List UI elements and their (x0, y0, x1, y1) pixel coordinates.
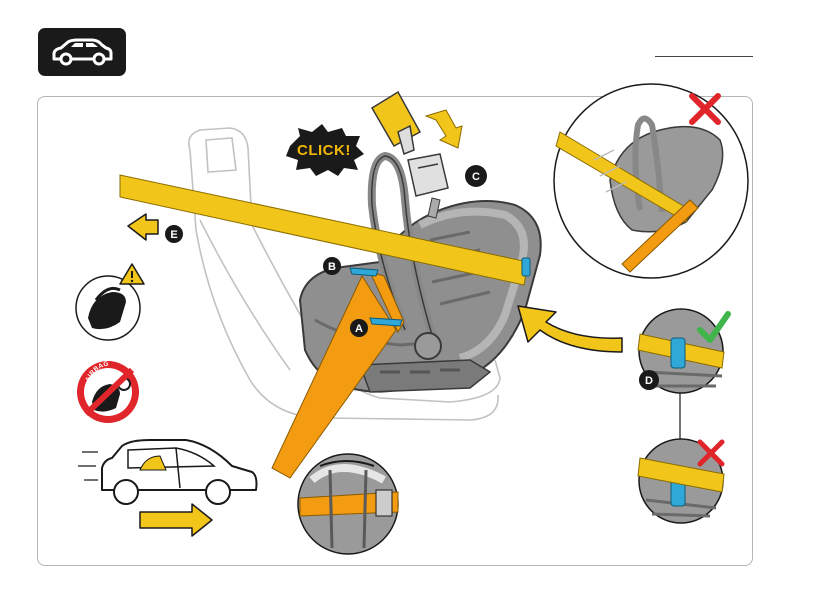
curved-arrow (518, 306, 622, 352)
marker-b-label: B (328, 261, 336, 273)
forward-arrow (140, 504, 212, 536)
car-side-view (78, 440, 257, 504)
marker-d: D (639, 370, 659, 390)
marker-e-label: E (170, 229, 177, 241)
no-airbag-icon: AIRBAG (77, 360, 139, 423)
lap-belt-inset (298, 454, 398, 554)
marker-a-label: A (355, 323, 363, 335)
click-callout: CLICK! (286, 124, 364, 176)
marker-a: A (350, 319, 368, 337)
marker-c: C (465, 165, 487, 187)
infant-seat-warning (76, 264, 144, 340)
marker-d-label: D (645, 375, 653, 387)
click-label: CLICK! (297, 142, 351, 159)
marker-c-label: C (472, 171, 480, 183)
marker-b: B (323, 257, 341, 275)
wrong-routing-inset (554, 84, 748, 278)
arrow-e: E (128, 214, 183, 243)
